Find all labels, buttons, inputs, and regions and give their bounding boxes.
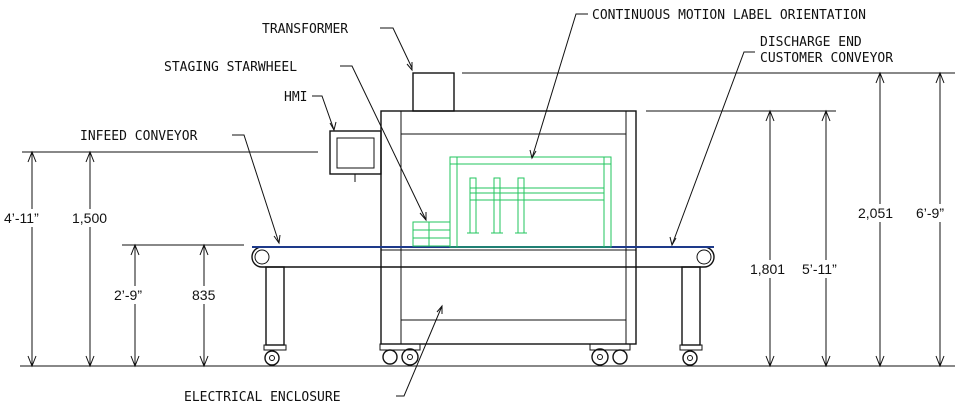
dim-left-outer-metric: 1,500: [72, 210, 107, 226]
dim-left-inner-imperial: 2’-9”: [114, 287, 142, 303]
label-infeed-conveyor: INFEED CONVEYOR: [80, 129, 198, 144]
hmi-panel: [329, 130, 382, 182]
dim-left-outer-imperial: 4’-11”: [4, 210, 39, 226]
dim-left-inner-metric: 835: [192, 287, 216, 303]
main-frame: [380, 110, 637, 345]
labeler-module: [449, 156, 612, 248]
label-discharge-line2: CUSTOMER CONVEYOR: [760, 51, 893, 66]
label-staging-starwheel: STAGING STARWHEEL: [164, 60, 297, 75]
label-electrical-enclosure: ELECTRICAL ENCLOSURE: [184, 390, 341, 405]
dim-right-frame-metric: 1,801: [750, 261, 785, 277]
dim-right-frame-imperial: 5’-11”: [802, 261, 837, 277]
casters: [263, 343, 703, 366]
conveyor-legs: [265, 266, 701, 346]
leader-lines: [232, 13, 755, 397]
dim-right-total-metric: 2,051: [858, 205, 893, 221]
label-hmi: HMI: [284, 90, 307, 105]
staging-starwheel-module: [412, 221, 451, 247]
transformer-box: [412, 72, 455, 112]
dim-right-total-imperial: 6’-9”: [916, 205, 944, 221]
label-continuous-motion: CONTINUOUS MOTION LABEL ORIENTATION: [592, 8, 866, 23]
label-discharge-line1: DISCHARGE END: [760, 35, 862, 50]
dimension-texts: 4’-11” 1,500 2’-9” 835 1,801 5’-11” 2,05…: [2, 204, 960, 304]
dimension-lines: [22, 71, 955, 368]
label-transformer: TRANSFORMER: [262, 22, 348, 37]
